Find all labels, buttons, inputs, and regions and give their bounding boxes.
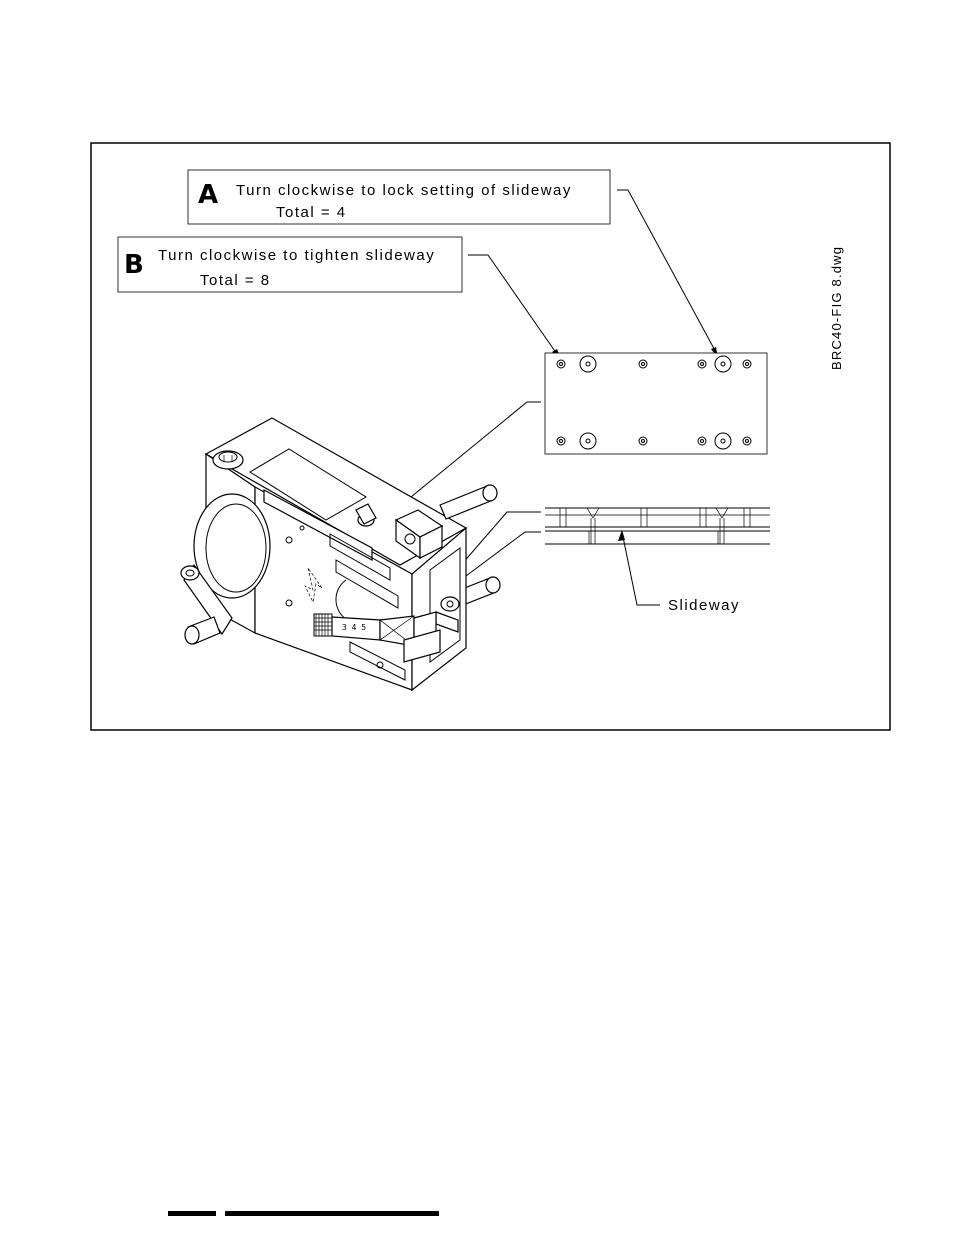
callout-b-total: Total = 8 xyxy=(200,272,271,289)
callout-a-total: Total = 4 xyxy=(276,204,347,221)
projection-leader-mid xyxy=(455,512,541,572)
callout-a: A Turn clockwise to lock setting of slid… xyxy=(188,170,610,224)
slideway-label: Slideway xyxy=(668,597,740,614)
leader-line-a xyxy=(617,190,718,356)
slideway-section-view xyxy=(545,508,770,544)
callout-b-box xyxy=(118,237,462,292)
slideway-leader-arrow xyxy=(618,530,625,541)
figure-frame xyxy=(91,143,890,730)
callout-a-letter: A xyxy=(198,180,218,210)
drawing-id: BRC40-FIG 8.dwg xyxy=(829,246,844,370)
machine-assembly-illustration: 3 4 5 xyxy=(181,418,500,690)
projection-leader-low xyxy=(466,532,541,576)
callout-b-instruction: Turn clockwise to tighten slideway xyxy=(158,247,435,264)
micrometer-scale: 3 4 5 xyxy=(342,623,366,632)
footer-rule-long xyxy=(225,1211,439,1216)
callout-a-instruction: Turn clockwise to lock setting of slidew… xyxy=(236,182,572,199)
footer-rule-short xyxy=(168,1211,216,1216)
callout-b: B Turn clockwise to tighten slideway Tot… xyxy=(118,237,462,292)
leader-line-b xyxy=(468,255,559,357)
callout-b-letter: B xyxy=(124,250,144,280)
slideway-plate-top-view xyxy=(545,353,767,454)
slideway-leader xyxy=(622,532,660,605)
